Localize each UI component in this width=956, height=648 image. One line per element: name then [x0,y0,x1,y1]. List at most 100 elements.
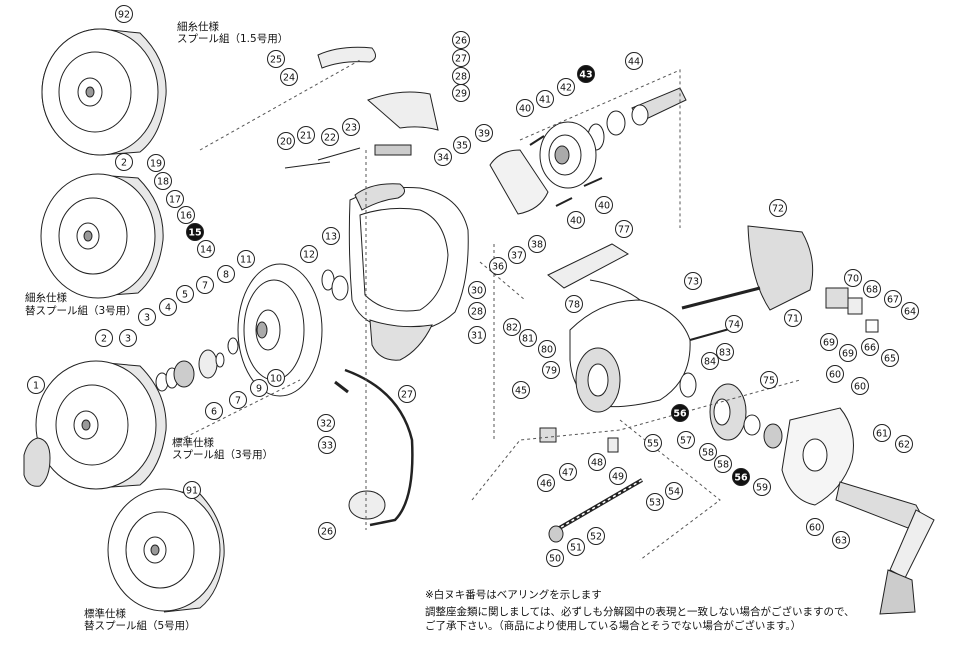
callout-number: 56 [673,409,687,420]
part-callout: 40 [567,211,585,229]
bearing-cup [539,121,597,189]
callout-number: 15 [188,228,201,239]
callout-circle [154,172,172,190]
part-callout: 25 [267,50,285,68]
callout-number: 26 [455,36,467,47]
callout-number: 56 [734,473,748,484]
callout-number: 30 [471,286,483,297]
drive-gear [709,383,747,441]
spool-2-lower [35,360,167,490]
callout-circle [297,126,315,144]
callout-number: 77 [618,225,630,236]
callout-number: 14 [200,245,212,256]
callout-circle [95,329,113,347]
callout-number: 58 [702,448,714,459]
callout-number: 21 [300,131,312,142]
pinion-gear [631,87,687,126]
part-callout: 62 [895,435,913,453]
reel-body [547,243,691,413]
callout-circle [565,295,583,313]
callout-number: 83 [719,348,731,359]
callout-circle [806,518,824,536]
callout-number: 7 [202,281,208,292]
callout-number: 64 [904,307,916,318]
part-callout: 49 [609,467,627,485]
callout-number: 39 [478,129,490,140]
part-callout: 7 [229,391,247,409]
caption-thin-3-line1: 細糸仕様 [25,292,67,304]
callout-circle [595,196,613,214]
callout-number: 47 [562,468,574,479]
part-callout: 68 [863,280,881,298]
part-callout: 58 [714,455,732,473]
part-callout: 27 [452,49,470,67]
callout-number: 69 [842,349,854,360]
callout-number: 75 [763,376,775,387]
callout-number: 79 [545,366,557,377]
callout-circle [587,527,605,545]
callout-circle [588,453,606,471]
part-callout: 82 [503,318,521,336]
part-callout: 57 [677,431,695,449]
callout-circle [115,153,133,171]
callout-circle [468,302,486,320]
callout-circle [567,211,585,229]
callout-circle [318,522,336,540]
callout-number: 3 [144,313,150,324]
callout-number: 26 [321,527,333,538]
callout-number: 33 [321,441,333,452]
callout-number: 13 [325,232,337,243]
callout-circle [250,379,268,397]
adjust-note-line2: ご了承下さい。（商品により使用している場合とそうでない場合がございます。） [425,620,802,632]
part-callout: 59 [753,478,771,496]
callout-circle [317,414,335,432]
part-callout: 40 [595,196,613,214]
callout-number: 40 [570,216,582,227]
adjust-note-line1: 調整座金類に関しましては、必ずしも分解図中の表現と一致しない場合がございますので… [425,606,855,618]
callout-number: 35 [456,141,468,152]
callout-circle [27,376,45,394]
callout-circle [901,302,919,320]
callout-circle [851,377,869,395]
part-callout: 53 [646,493,664,511]
callout-number: 49 [612,472,624,483]
callout-circle [159,298,177,316]
callout-circle [205,402,223,420]
part-callout: 39 [475,124,493,142]
part-callout: 81 [519,329,537,347]
callout-number: 63 [835,536,847,547]
part-callout: 64 [901,302,919,320]
callout-circle [398,385,416,403]
part-callout: 11 [237,250,255,268]
callout-number: 68 [866,285,878,296]
callout-circle [300,245,318,263]
part-callout: 20 [277,132,295,150]
callout-circle [881,349,899,367]
callout-number: 61 [876,429,888,440]
callout-number: 54 [668,487,680,498]
callout-number: 25 [270,55,282,66]
callout-circle [183,481,201,499]
callout-number: 37 [511,251,523,262]
part-callout: 10 [267,369,285,387]
callout-number: 46 [540,479,552,490]
callout-number: 2 [121,158,127,169]
callout-number: 28 [471,307,483,318]
spool-support-disc [237,263,323,397]
callout-circle [512,381,530,399]
callout-circle [753,478,771,496]
callout-number: 50 [549,554,561,565]
part-callout: 65 [881,349,899,367]
bearing-callout: 56 [671,404,689,422]
part-callout: 41 [536,90,554,108]
callout-number: 20 [280,137,292,148]
part-callout: 73 [684,272,702,290]
callout-circle [267,369,285,387]
callout-circle [503,318,521,336]
spool-92 [41,28,167,156]
callout-number: 67 [887,295,899,306]
part-callout: 50 [546,549,564,567]
part-callout: 30 [468,281,486,299]
callout-circle [280,68,298,86]
